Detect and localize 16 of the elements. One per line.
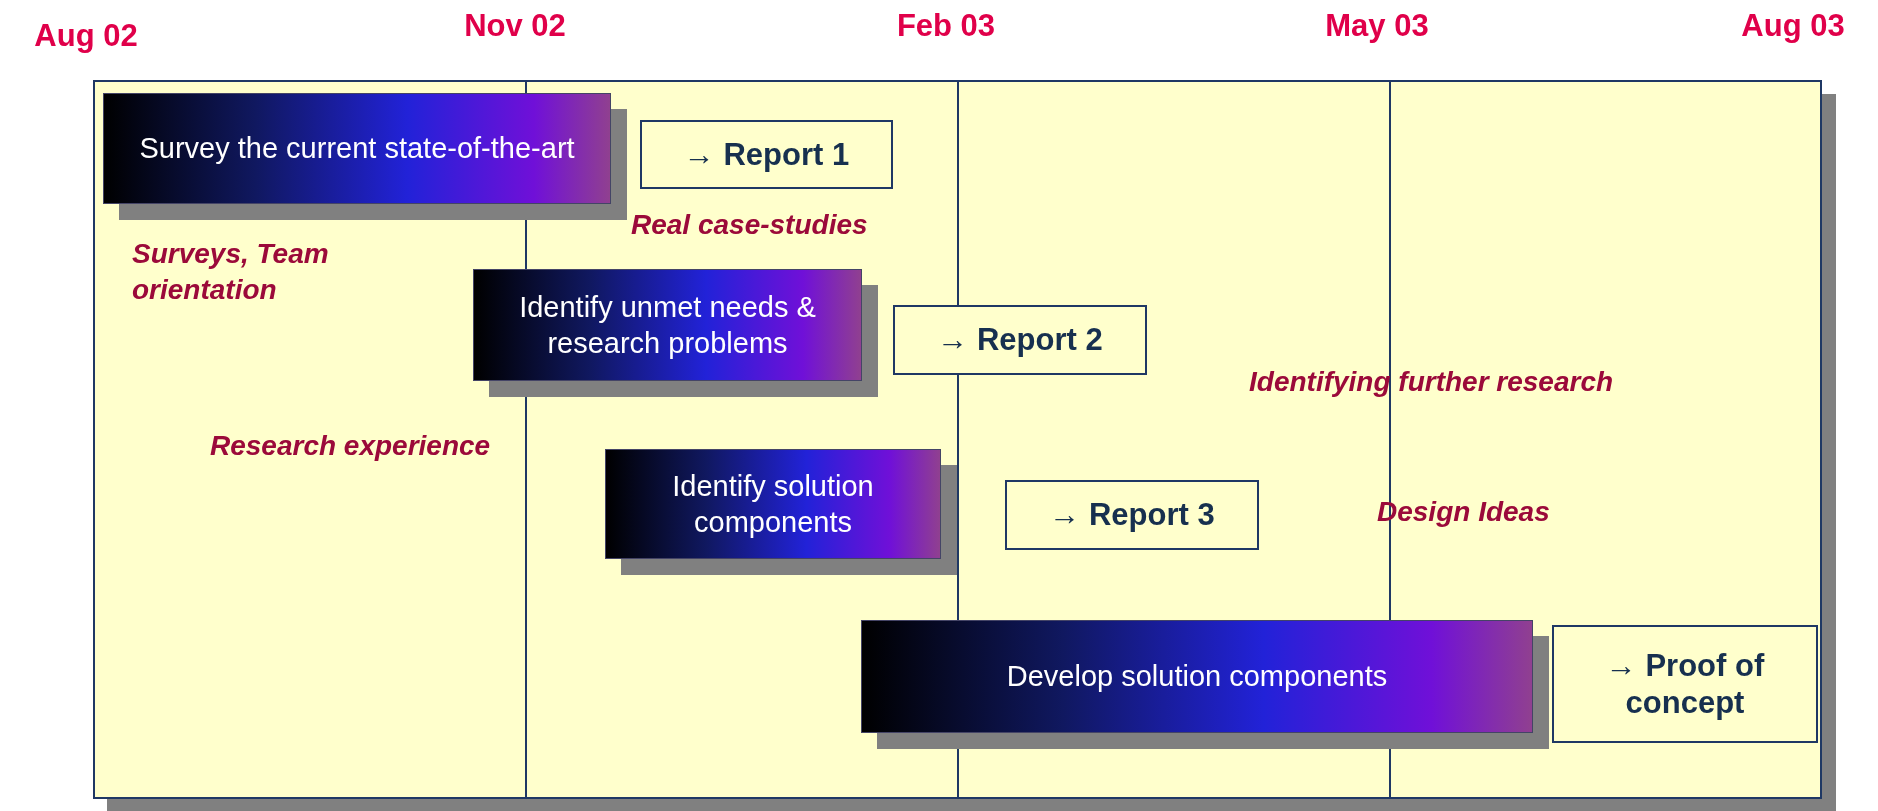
deliverable-box: → Proof of concept	[1552, 625, 1818, 743]
date-label: Nov 02	[464, 8, 566, 44]
deliverable-box: → Report 2	[893, 305, 1147, 375]
note-text: Research experience	[210, 429, 492, 463]
deliverable-box: → Report 3	[1005, 480, 1259, 550]
task-bar: Develop solution components	[861, 620, 1533, 733]
note-text: Surveys, Team orientation	[132, 237, 330, 308]
date-label: May 03	[1325, 8, 1429, 44]
task-bar: Identify unmet needs & research problems	[473, 269, 862, 381]
date-label: Feb 03	[896, 8, 996, 44]
date-label: Aug 02	[34, 18, 138, 54]
task-bar: Identify solution components	[605, 449, 941, 559]
date-label: Aug 03	[1741, 8, 1845, 44]
task-bar: Survey the current state-of-the-art	[103, 93, 611, 204]
note-text: Real case-studies	[631, 208, 869, 242]
deliverable-box: → Report 1	[640, 120, 893, 189]
